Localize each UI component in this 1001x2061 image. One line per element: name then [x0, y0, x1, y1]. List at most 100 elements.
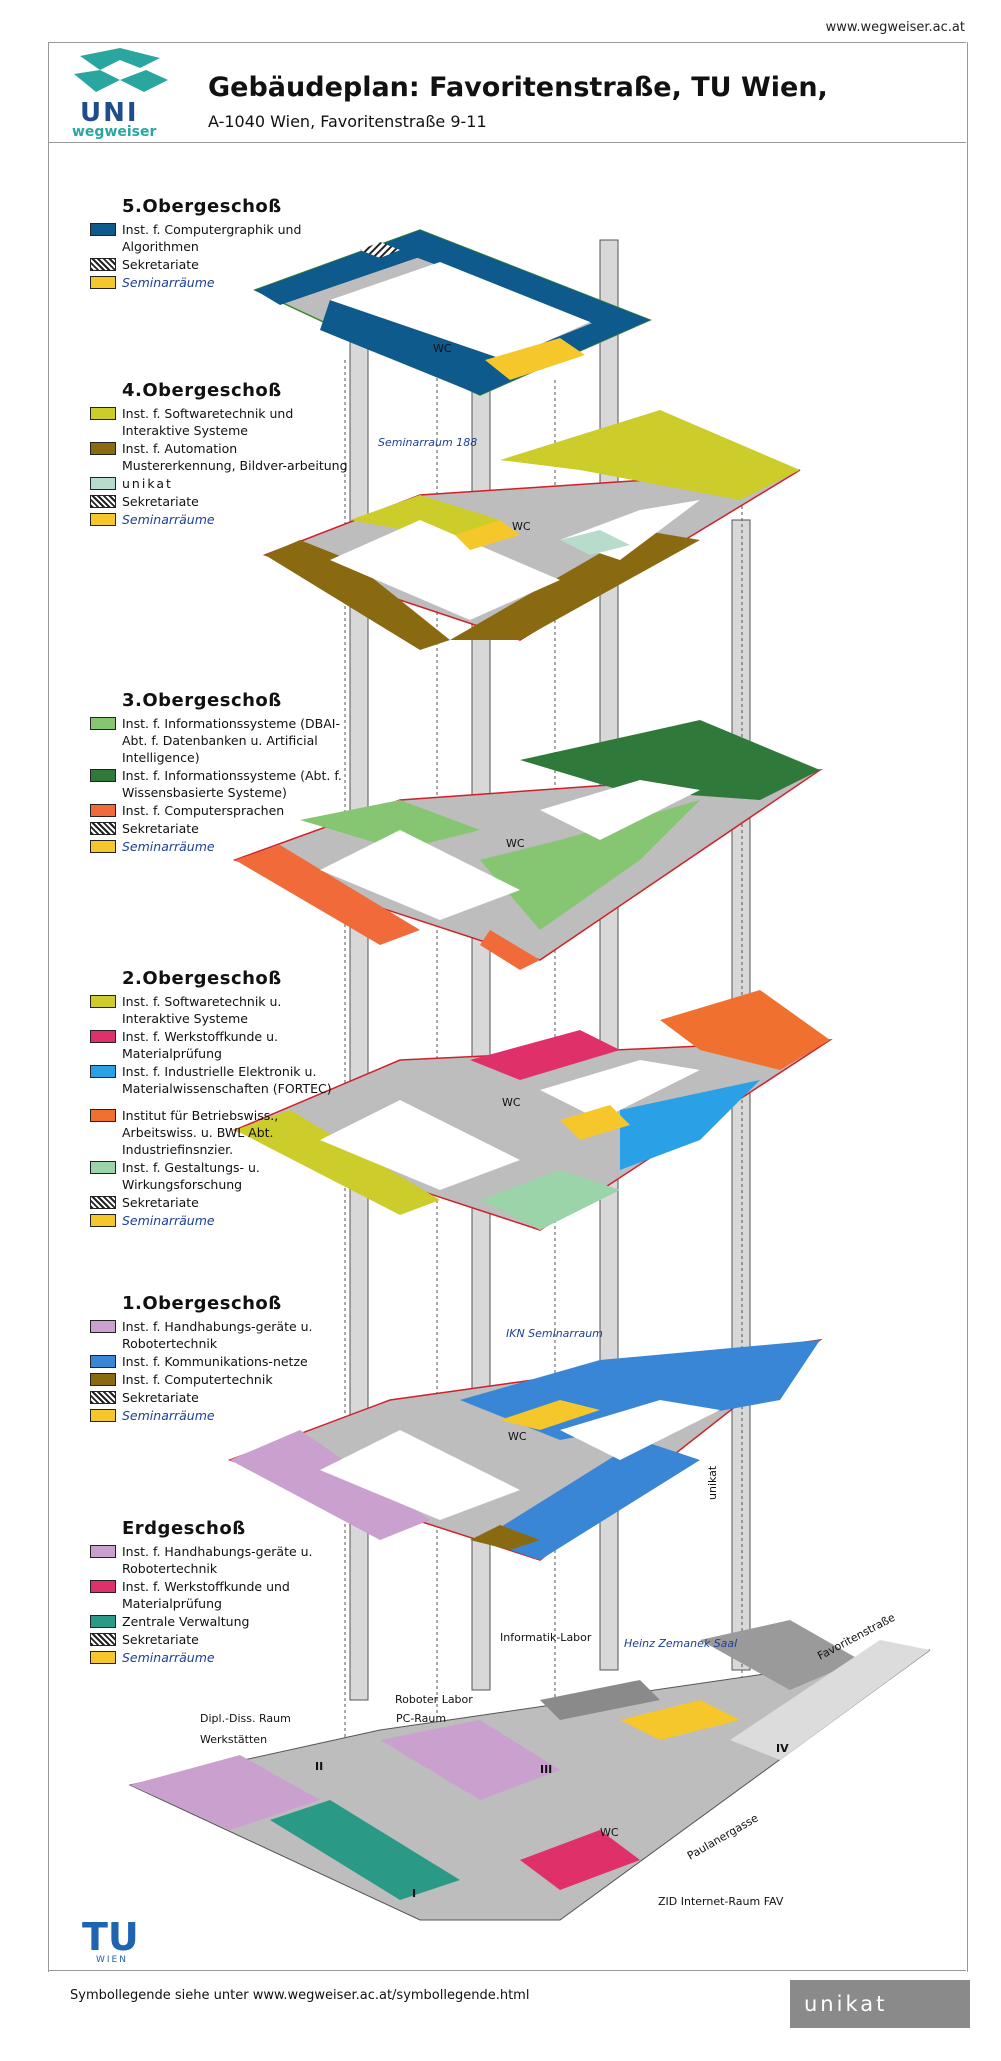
label-werkstaetten: Werkstätten	[200, 1733, 267, 1746]
frame-bottom-line	[48, 1970, 966, 1971]
legend-swatch	[90, 717, 116, 730]
legend-swatch	[90, 1391, 116, 1404]
legend-item: Inst. f. Werkstoffkunde u. Materialprüfu…	[90, 1028, 350, 1062]
legend-item: Inst. f. Softwaretechnik und Interaktive…	[90, 405, 350, 439]
legend-title: Erdgeschoß	[122, 1518, 246, 1539]
legend-title: 2.Obergeschoß	[122, 968, 282, 989]
legend-item: Zentrale Verwaltung	[90, 1613, 350, 1630]
legend-item: Sekretariate	[90, 1631, 350, 1648]
legend-item: Sekretariate	[90, 256, 350, 273]
floor-1	[227, 1338, 823, 1561]
legend-item: Sekretariate	[90, 820, 350, 837]
legend-swatch	[90, 822, 116, 835]
floor-2	[232, 990, 833, 1231]
legend-item: Seminarräume	[90, 1649, 350, 1666]
legend-swatch	[90, 1633, 116, 1646]
floor-3	[232, 720, 823, 970]
legend-swatch	[90, 1320, 116, 1333]
label-stair-II: II	[315, 1760, 323, 1773]
legend-swatch	[90, 223, 116, 236]
page-frame	[48, 42, 968, 1972]
tu-wien-logo-sub: WIEN	[96, 1955, 128, 1965]
label-wc-3: WC	[506, 837, 525, 850]
legend-floor-3: 3.Obergeschoß Inst. f. Informationssyste…	[90, 690, 350, 856]
label-wc-0: WC	[600, 1826, 619, 1839]
logo-uni: UNI	[80, 98, 139, 128]
label-dipl-diss-raum: Dipl.-Diss. Raum	[200, 1712, 291, 1725]
legend-item: unikat	[90, 475, 350, 492]
tu-wien-logo: TU	[82, 1915, 139, 1959]
page-address: A-1040 Wien, Favoritenstraße 9-11	[208, 112, 487, 131]
legend-item: Inst. f. Computergraphik und Algorithmen	[90, 221, 350, 255]
legend-swatch	[90, 407, 116, 420]
legend-swatch	[90, 1409, 116, 1422]
legend-item: Sekretariate	[90, 493, 350, 510]
floor-ground	[128, 1620, 931, 1921]
legend-swatch	[90, 840, 116, 853]
legend-item: Seminarräume	[90, 274, 350, 291]
label-wc-1: WC	[508, 1430, 527, 1443]
label-stair-IV: IV	[776, 1742, 789, 1755]
label-ikn-seminarraum: IKN Seminarraum	[506, 1327, 603, 1340]
legend-swatch	[90, 258, 116, 271]
uni-wegweiser-logo-icon	[74, 48, 168, 92]
legend-item: Sekretariate	[90, 1389, 350, 1406]
page-title: Gebäudeplan: Favoritenstraße, TU Wien,	[208, 72, 828, 103]
legend-swatch	[90, 495, 116, 508]
legend-swatch	[90, 769, 116, 782]
label-wc-4: WC	[512, 520, 531, 533]
legend-item: Inst. f. Handhabungs-geräte u. Roboterte…	[90, 1543, 350, 1577]
legend-swatch	[90, 1214, 116, 1227]
column-right	[599, 239, 619, 1671]
legend-floor-4: 4.Obergeschoß Inst. f. Softwaretechnik u…	[90, 380, 350, 529]
legend-title: 5.Obergeschoß	[122, 196, 282, 217]
legend-title: 4.Obergeschoß	[122, 380, 282, 401]
legend-swatch	[90, 1545, 116, 1558]
legend-swatch	[90, 1355, 116, 1368]
legend-swatch	[90, 804, 116, 817]
floor-5	[253, 229, 652, 396]
legend-swatch	[90, 1651, 116, 1664]
logo-wegweiser: wegweiser	[72, 124, 157, 140]
label-wc-5: WC	[433, 342, 452, 355]
legend-swatch	[90, 1161, 116, 1174]
legend-swatch	[90, 1109, 116, 1122]
label-heinz-zemanek-saal: Heinz Zemanek Saal	[624, 1637, 737, 1650]
legend-swatch	[90, 442, 116, 455]
label-informatik-labor: Informatik-Labor	[500, 1631, 592, 1644]
legend-item: Inst. f. Informationssysteme (Abt. f. Wi…	[90, 767, 350, 801]
label-wc-2: WC	[502, 1096, 521, 1109]
legend-swatch	[90, 513, 116, 526]
symbol-legend-link[interactable]: Symbollegende siehe unter www.wegweiser.…	[70, 1988, 530, 2003]
legend-item: Inst. f. Industrielle Elektronik u. Mate…	[90, 1063, 350, 1097]
legend-floor-2: 2.Obergeschoß Inst. f. Softwaretechnik u…	[90, 968, 350, 1230]
legend-floor-1: 1.Obergeschoß Inst. f. Handhabungs-gerät…	[90, 1293, 350, 1425]
legend-swatch	[90, 995, 116, 1008]
legend-title: 1.Obergeschoß	[122, 1293, 282, 1314]
label-roboter-labor: Roboter Labor	[395, 1693, 473, 1706]
legend-item: Seminarräume	[90, 1407, 350, 1424]
legend-floor-5: 5.Obergeschoß Inst. f. Computergraphik u…	[90, 196, 350, 292]
legend-item: Inst. f. Computersprachen	[90, 802, 350, 819]
floor-4	[262, 410, 801, 650]
legend-title: 3.Obergeschoß	[122, 690, 282, 711]
legend-swatch	[90, 477, 116, 490]
legend-item: Seminarräume	[90, 511, 350, 528]
legend-item: Institut für Betriebswiss., Arbeitswiss.…	[90, 1107, 350, 1158]
label-stair-I: I	[412, 1887, 416, 1900]
unikat-logo: unikat	[790, 1980, 970, 2028]
legend-item: Inst. f. Kommunikations-netze	[90, 1353, 350, 1370]
site-url[interactable]: www.wegweiser.ac.at	[825, 20, 965, 35]
legend-item: Inst. f. Computertechnik	[90, 1371, 350, 1388]
legend-item: Inst. f. Softwaretechnik u. Interaktive …	[90, 993, 350, 1027]
legend-swatch	[90, 1030, 116, 1043]
label-unikat-vertical: unikat	[706, 1465, 719, 1500]
label-stair-III: III	[540, 1763, 552, 1776]
legend-swatch	[90, 1065, 116, 1078]
frame-top-line	[48, 42, 966, 43]
legend-floor-ground: Erdgeschoß Inst. f. Handhabungs-geräte u…	[90, 1518, 350, 1667]
label-seminarraum-188: Seminarraum 188	[378, 436, 477, 449]
legend-item: Inst. f. Informationssysteme (DBAI-Abt. …	[90, 715, 350, 766]
legend-item: Inst. f. Handhabungs-geräte u. Roboterte…	[90, 1318, 350, 1352]
